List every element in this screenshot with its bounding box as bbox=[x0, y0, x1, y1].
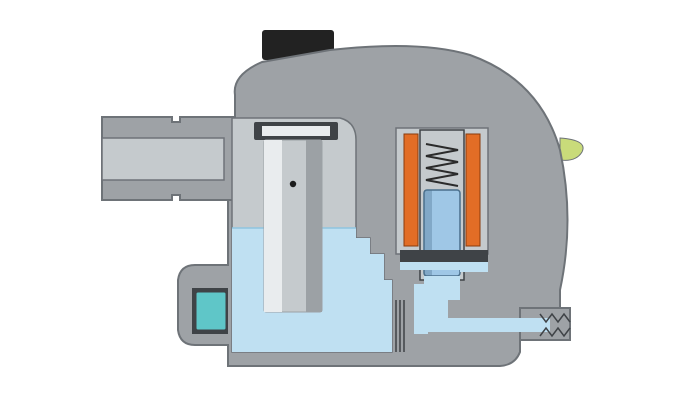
inlet-pipe bbox=[101, 116, 236, 201]
solenoid-coil-icon bbox=[403, 133, 419, 247]
sight-glass-icon bbox=[192, 288, 228, 334]
threaded-outlet-icon bbox=[539, 312, 571, 338]
outlet-passage bbox=[400, 262, 488, 334]
solenoid-chamber bbox=[395, 127, 489, 281]
indicator-lamp-icon bbox=[559, 137, 584, 161]
outlet-pipe bbox=[446, 307, 571, 341]
spring-icon bbox=[425, 143, 459, 187]
drain-slits bbox=[395, 300, 405, 352]
float-icon bbox=[254, 122, 338, 313]
